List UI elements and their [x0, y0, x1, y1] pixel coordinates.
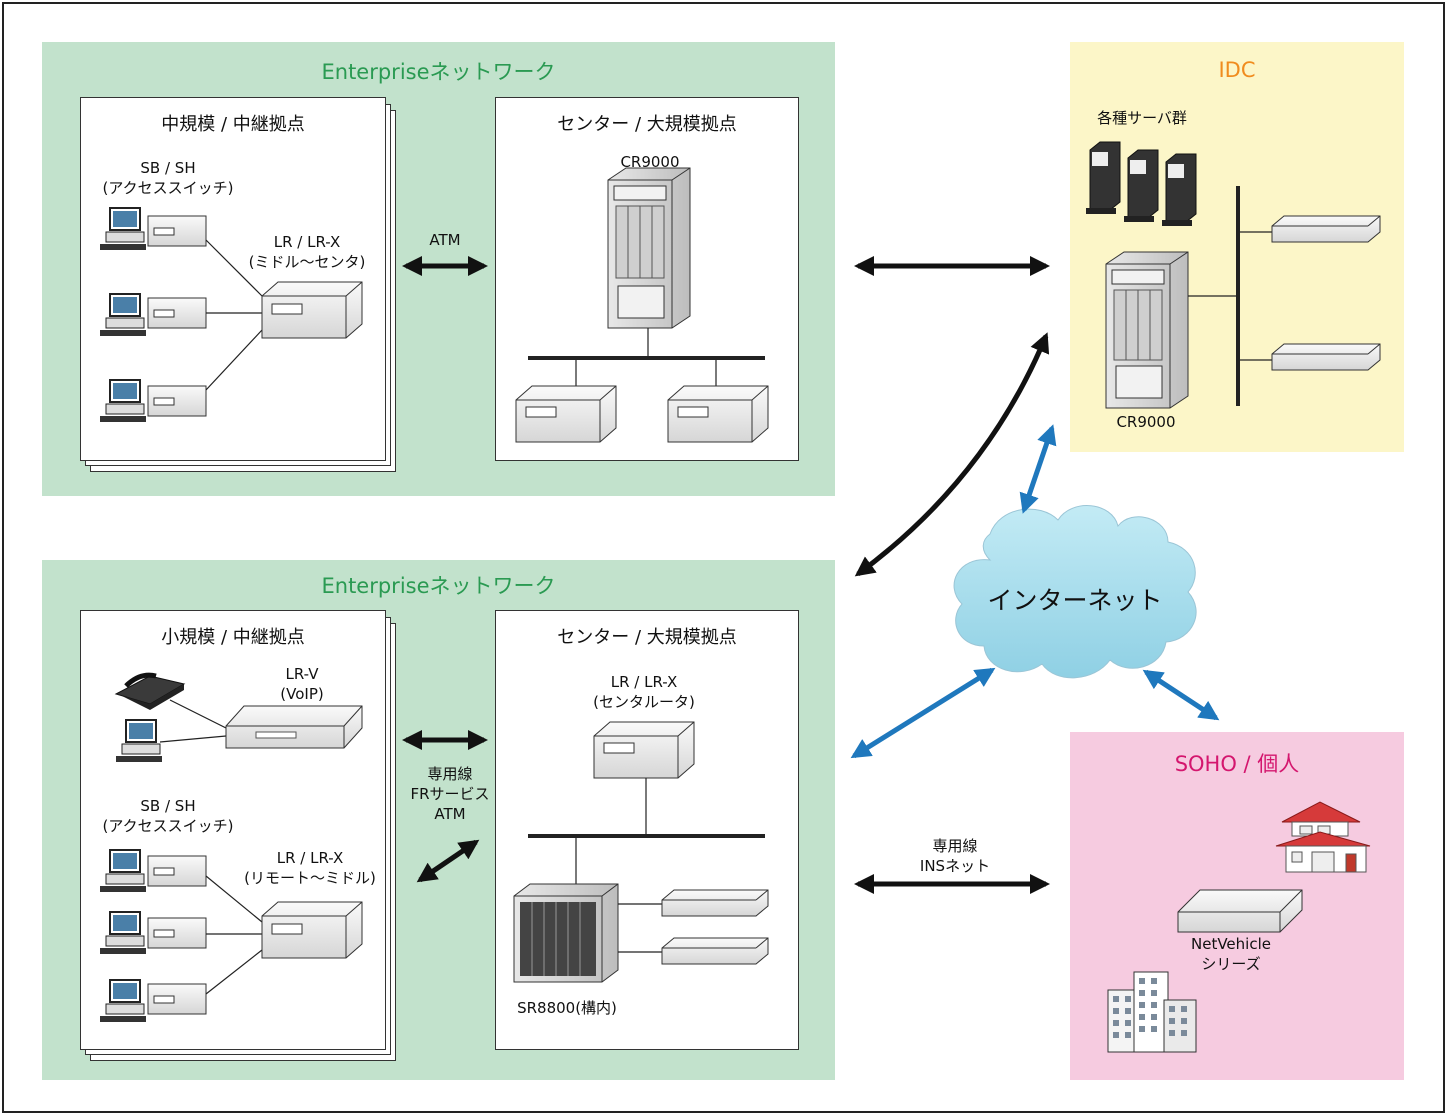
arrow-internet-to-enterprise	[850, 667, 996, 759]
server-icon	[1086, 141, 1121, 214]
cr9000-center-label: CR9000	[620, 153, 680, 171]
pc-icon	[100, 849, 146, 892]
pc-icon	[100, 379, 146, 422]
panel-top-center-title: センター / 大規模拠点	[557, 114, 737, 135]
lr-v-label: LR-V (VoIP)	[280, 665, 324, 703]
flat-router-icon	[661, 889, 769, 917]
router-lr-icon	[515, 385, 617, 443]
flat-router-icon	[1271, 343, 1381, 371]
switch-device-icon	[147, 983, 207, 1015]
router-lr-icon	[667, 385, 769, 443]
cr9000-idc-label: CR9000	[1116, 413, 1176, 431]
cr9000-rack-icon	[1105, 251, 1189, 409]
pc-icon	[100, 911, 146, 954]
router-lr-icon	[261, 901, 363, 959]
arrow-bottom-left-diag	[416, 839, 480, 883]
voip-router-icon	[225, 705, 363, 749]
lr-top-label: LR / LR-X (ミドル～センタ)	[248, 233, 366, 271]
internet-label: インターネット	[987, 586, 1163, 615]
atm-top-label: ATM	[429, 231, 461, 249]
pc-icon	[100, 979, 146, 1022]
idc-servers-label: 各種サーバ群	[1097, 109, 1187, 127]
switch-device-icon	[147, 297, 207, 329]
netvehicle-label: NetVehicle シリーズ	[1191, 935, 1271, 973]
phone-icon	[114, 672, 186, 710]
idc-zone-title: IDC	[1218, 58, 1256, 82]
panel-bottom-left-title: 小規模 / 中継拠点	[161, 627, 305, 648]
house-icon	[1275, 801, 1371, 873]
arrow-internet-to-soho	[1142, 669, 1220, 721]
arrow-idc-to-enterprise-bottom	[854, 332, 1050, 577]
netvehicle-router-icon	[1177, 889, 1303, 933]
cr9000-rack-icon	[607, 167, 691, 329]
sr8800-label: SR8800(構内)	[517, 999, 617, 1017]
arrow-internet-to-idc	[1019, 424, 1057, 514]
pc-icon	[116, 719, 162, 762]
link-lines	[205, 875, 263, 995]
soho-zone-title: SOHO / 個人	[1174, 752, 1300, 776]
enterprise-zone-bottom-title: Enterpriseネットワーク	[321, 574, 556, 598]
router-lr-icon	[593, 721, 695, 779]
server-icon	[1124, 149, 1159, 222]
switch-device-icon	[147, 855, 207, 887]
sb-sh-top-label: SB / SH (アクセススイッチ)	[102, 159, 234, 197]
flat-router-icon	[661, 937, 769, 965]
building-icon	[1107, 971, 1197, 1053]
lr-bottom-label: LR / LR-X (リモート～ミドル)	[244, 849, 376, 887]
sb-sh-bottom-label: SB / SH (アクセススイッチ)	[102, 797, 234, 835]
panel-bottom-center-title: センター / 大規模拠点	[557, 627, 737, 648]
server-icon	[1162, 153, 1197, 226]
panel-top-left-title: 中規模 / 中継拠点	[161, 114, 305, 135]
lr-center-label: LR / LR-X (センタルータ)	[593, 673, 695, 711]
lines-soho-label: 専用線 INSネット	[919, 837, 991, 875]
link-lines	[205, 239, 263, 391]
switch-device-icon	[147, 385, 207, 417]
enterprise-zone-top-title: Enterpriseネットワーク	[321, 60, 556, 84]
lines-mid-label: 専用線 FRサービス ATM	[410, 765, 490, 823]
link-lines	[159, 699, 227, 743]
pc-icon	[100, 207, 146, 250]
flat-router-icon	[1271, 215, 1381, 243]
pc-icon	[100, 293, 146, 336]
sr8800-rack-icon	[513, 883, 619, 983]
switch-device-icon	[147, 917, 207, 949]
switch-device-icon	[147, 215, 207, 247]
router-lr-icon	[261, 281, 363, 339]
